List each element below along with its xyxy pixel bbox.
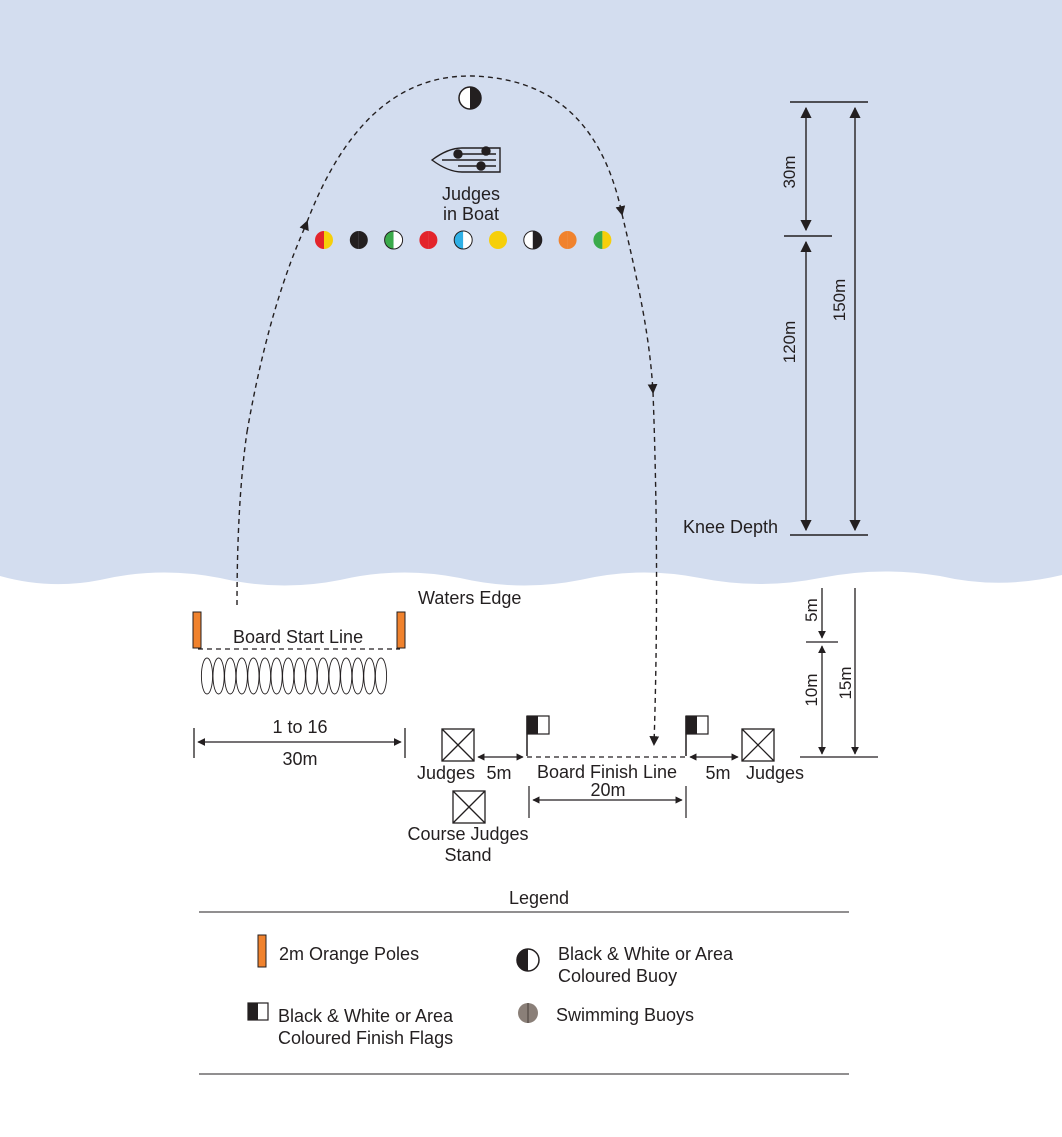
judges-boat-label: Judges — [442, 184, 500, 204]
competitor-position — [374, 657, 388, 695]
finish-width-dimension — [528, 786, 687, 818]
competitor-position — [316, 657, 330, 695]
competitor-position — [351, 657, 364, 695]
competitor-position — [282, 657, 295, 695]
competitor-position — [235, 657, 248, 695]
competitor-position — [293, 657, 306, 695]
board-start-line-label: Board Start Line — [233, 627, 363, 647]
dimension-150m: 150m — [830, 279, 849, 322]
competitor-position — [224, 657, 237, 695]
board-finish-line-label: Board Finish Line — [537, 762, 677, 782]
gap-right-label: 5m — [705, 763, 730, 783]
competitor-position — [363, 657, 376, 695]
swimming-buoy-legend-icon — [518, 1003, 538, 1023]
legend-buoy-line-2: Coloured Buoy — [558, 966, 677, 986]
finish-flag-left-icon — [526, 715, 550, 756]
turning-buoy-icon — [458, 86, 482, 110]
board-start-line — [192, 611, 406, 650]
judges-right-label: Judges — [746, 763, 804, 783]
buoy-icon — [558, 231, 577, 249]
gap-left-label: 5m — [486, 763, 511, 783]
judges-box-left-icon — [441, 728, 475, 762]
legend-flags-line-2: Coloured Finish Flags — [278, 1028, 453, 1048]
competitor-position — [247, 657, 260, 695]
legend-title: Legend — [509, 888, 569, 908]
buoy-icon — [384, 230, 404, 250]
orange-pole-icon — [192, 611, 202, 649]
water-area — [0, 0, 1062, 586]
buoy-icon — [453, 230, 473, 250]
buoy-icon — [523, 230, 543, 250]
finish-flag-legend-icon — [247, 1002, 269, 1021]
legend-swimming-buoys: Swimming Buoys — [556, 1005, 694, 1025]
knee-depth-label: Knee Depth — [683, 517, 778, 537]
buoy-icon — [593, 231, 612, 249]
judges-boat-label-2: in Boat — [443, 204, 499, 224]
competitor-position — [328, 657, 341, 695]
course-judges-stand-label: Course Judges — [407, 824, 528, 844]
competitor-position — [340, 657, 353, 695]
legend-flags-line-1: Black & White or Area — [278, 1006, 454, 1026]
course-judges-stand-label-2: Stand — [444, 845, 491, 865]
finish-width-label: 20m — [590, 780, 625, 800]
bw-buoy-legend-icon — [516, 948, 540, 972]
orange-pole-legend-icon — [257, 934, 267, 968]
dimension-10m: 10m — [802, 673, 821, 706]
dimension-30m: 30m — [780, 155, 799, 188]
competitor-position — [270, 657, 283, 695]
judges-boat-icon — [430, 146, 501, 173]
buoy-row — [315, 230, 612, 250]
legend-buoy-line-1: Black & White or Area — [558, 944, 734, 964]
beach-dimensions — [800, 588, 878, 758]
positions-label: 1 to 16 — [272, 717, 327, 737]
course-judges-stand-icon — [452, 790, 486, 824]
competitor-positions — [200, 657, 388, 695]
legend-orange-poles: 2m Orange Poles — [279, 944, 419, 964]
competitor-position — [258, 657, 272, 695]
dimension-120m: 120m — [780, 321, 799, 364]
water-dimensions — [784, 101, 868, 536]
course-path — [236, 75, 660, 746]
orange-pole-icon — [396, 611, 406, 649]
buoy-icon — [489, 231, 507, 249]
buoy-icon — [419, 231, 438, 249]
dimension-15m: 15m — [836, 666, 855, 699]
start-width-label: 30m — [282, 749, 317, 769]
buoy-icon — [315, 231, 333, 249]
dimension-5m: 5m — [802, 598, 821, 622]
competitor-position — [200, 657, 214, 695]
competitor-position — [305, 657, 318, 695]
waters-edge-label: Waters Edge — [418, 588, 521, 608]
judges-box-right-icon — [741, 728, 775, 762]
buoy-icon — [349, 231, 368, 249]
start-width-dimension — [193, 728, 406, 758]
finish-flag-right-icon — [685, 715, 709, 756]
competitor-position — [212, 657, 225, 695]
judges-left-label: Judges — [417, 763, 475, 783]
